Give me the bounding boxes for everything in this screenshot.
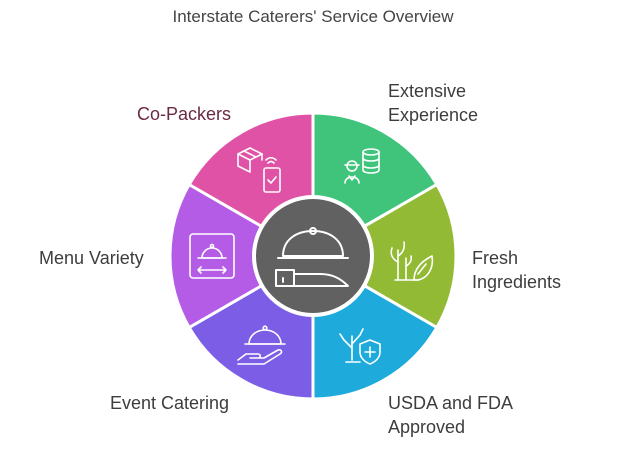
label-extensive-experience: Extensive Experience xyxy=(388,79,478,127)
box-and-tablet-icon xyxy=(237,147,281,193)
label-line: Experience xyxy=(388,105,479,125)
label-event-catering: Event Catering xyxy=(110,391,229,415)
cloche-on-hand-icon xyxy=(237,325,286,365)
label-fresh-ingredients: Fresh Ingredients xyxy=(472,246,561,294)
segment-menu-variety xyxy=(168,182,316,330)
segment-fresh-ingredients xyxy=(310,182,458,330)
label-line: Fresh xyxy=(472,248,519,268)
diagram-title: Interstate Caterers' Service Overview xyxy=(172,7,454,26)
label-co-packers: Co-Packers xyxy=(137,102,231,126)
label-line: Approved xyxy=(388,417,466,437)
label-menu-variety: Menu Variety xyxy=(39,246,144,270)
label-line: Co-Packers xyxy=(137,104,232,124)
plant-shield-icon xyxy=(339,328,381,365)
label-usda-fda-approved: USDA and FDA Approved xyxy=(388,391,513,439)
label-line: Extensive xyxy=(388,81,467,101)
label-line: USDA and FDA xyxy=(388,393,514,413)
cloche-and-knife-icon xyxy=(275,227,349,287)
menu-cloche-icon xyxy=(189,233,235,279)
label-line: Ingredients xyxy=(472,272,562,292)
sprout-and-leaf-icon xyxy=(390,241,434,281)
label-line: Menu Variety xyxy=(39,248,144,268)
worker-and-stack-icon xyxy=(344,148,380,184)
label-line: Event Catering xyxy=(110,393,230,413)
